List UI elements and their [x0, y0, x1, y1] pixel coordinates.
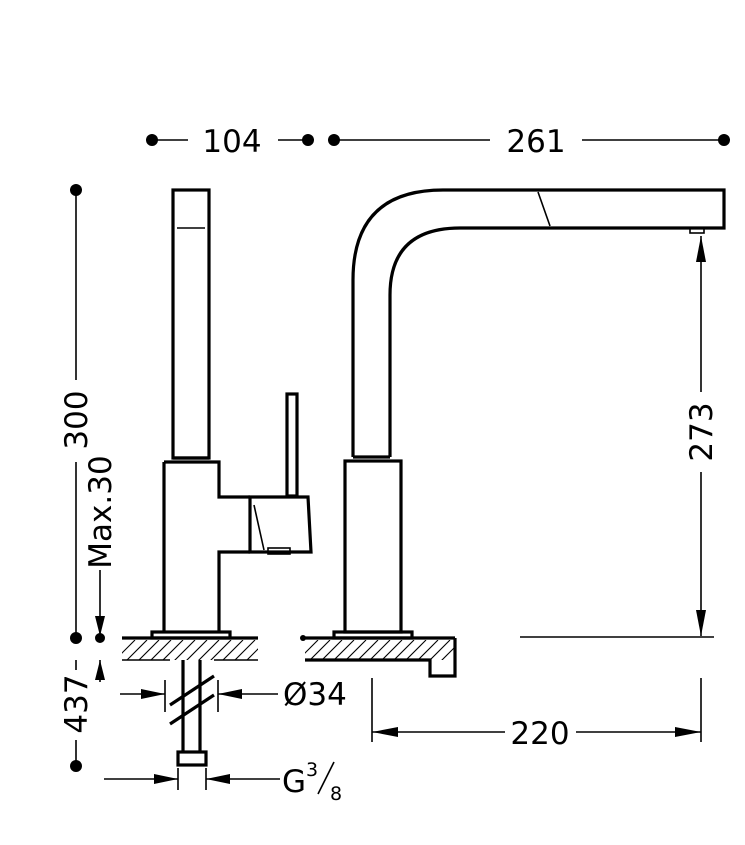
dimension-max30: Max.30	[83, 455, 119, 682]
dimension-220: 220	[371, 678, 702, 752]
hose-assembly	[169, 660, 215, 767]
dimension-261: 261	[328, 124, 730, 160]
dimension-max30-label: Max.30	[83, 455, 119, 568]
dimension-273-label: 273	[684, 402, 720, 461]
faucet-front-view	[332, 188, 726, 640]
thread-denominator: 8	[330, 783, 342, 805]
dimension-104-label: 104	[202, 124, 261, 160]
dimension-300: 300	[59, 184, 95, 644]
dimension-diameter: Ø34	[120, 677, 347, 713]
faucet-side-view	[150, 188, 313, 640]
countertop-left	[122, 636, 258, 661]
dimension-220-label: 220	[510, 716, 569, 752]
dimension-diameter-label: Ø34	[283, 677, 347, 713]
thread-letter: G	[282, 764, 306, 800]
dimension-104: 104	[146, 124, 314, 160]
dimension-300-label: 300	[59, 390, 95, 449]
dimension-273: 273	[520, 236, 720, 638]
dimension-261-label: 261	[506, 124, 565, 160]
thread-numerator: 3	[306, 759, 318, 781]
dimension-437: 437	[59, 660, 95, 772]
dimension-437-label: 437	[59, 674, 95, 733]
countertop-right	[300, 635, 457, 678]
dimension-thread: G 3 8	[104, 759, 342, 805]
